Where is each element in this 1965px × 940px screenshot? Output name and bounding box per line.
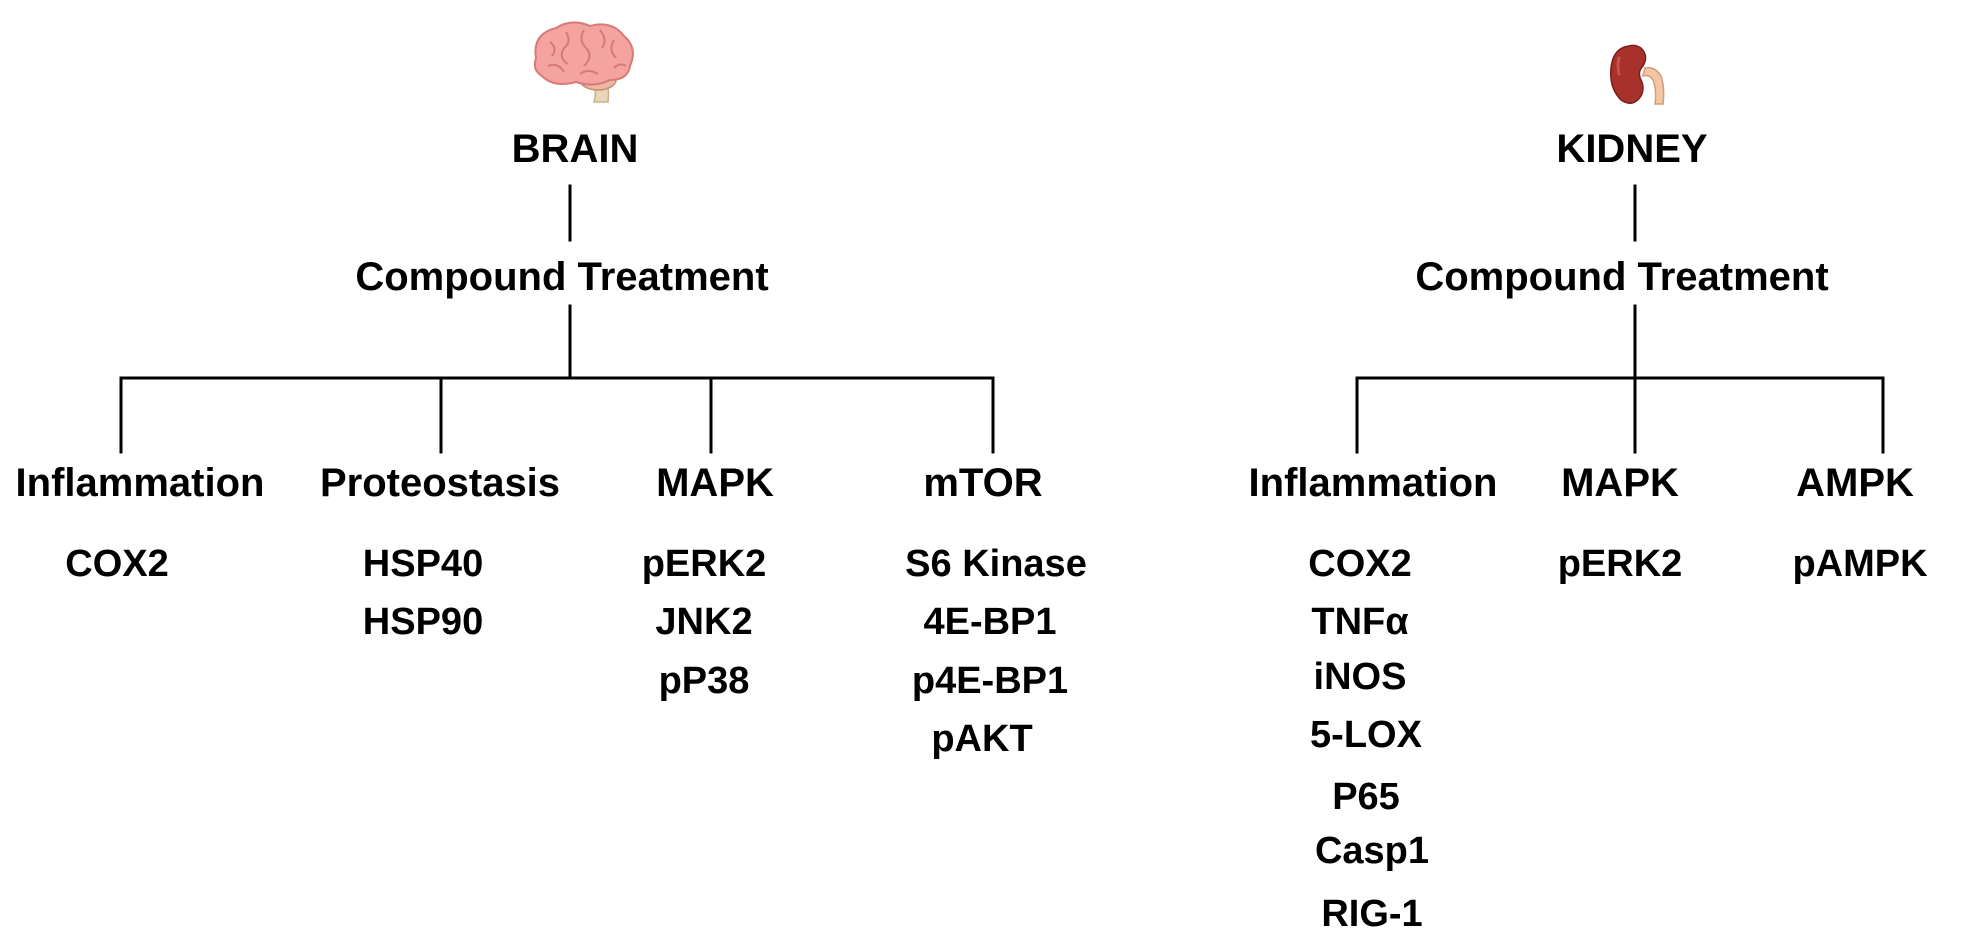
brain-marker-hsp40: HSP40: [362, 543, 484, 585]
kidney-marker-casp1: Casp1: [1314, 830, 1430, 872]
kidney-category-ampk: AMPK: [1796, 461, 1914, 505]
brain-marker-4e-bp1: 4E-BP1: [923, 601, 1057, 643]
brain-category-inflammation: Inflammation: [15, 461, 265, 505]
kidney-marker-perk2: pERK2: [1557, 543, 1683, 585]
brain-marker-s6-kinase: S6 Kinase: [905, 543, 1087, 585]
brain-category-proteostasis: Proteostasis: [319, 461, 561, 505]
brain-category-mtor: mTOR: [923, 461, 1043, 505]
kidney-tissue-label: KIDNEY: [1556, 127, 1708, 171]
brain-marker-jnk2: JNK2: [655, 601, 753, 643]
brain-marker-hsp90: HSP90: [362, 601, 484, 643]
kidney-treatment-label: Compound Treatment: [1415, 255, 1829, 299]
kidney-category-mapk: MAPK: [1561, 461, 1679, 505]
brain-icon: [533, 21, 634, 103]
kidney-marker-inos: iNOS: [1313, 656, 1407, 698]
brain-tissue-label: BRAIN: [511, 127, 639, 171]
kidney-icon: [1609, 44, 1665, 105]
brain-treatment-label: Compound Treatment: [355, 255, 769, 299]
brain-marker-pakt: pAKT: [931, 718, 1033, 760]
brain-marker-cox2: COX2: [65, 543, 169, 585]
kidney-marker-tnfa: TNFα: [1311, 601, 1409, 643]
kidney-marker-pampk: pAMPK: [1792, 543, 1928, 585]
kidney-marker-5-lox: 5-LOX: [1310, 714, 1422, 756]
brain-marker-p4e-bp1: p4E-BP1: [911, 660, 1069, 702]
kidney-marker-cox2: COX2: [1308, 543, 1412, 585]
brain-marker-pp38: pP38: [658, 660, 750, 702]
brain-category-mapk: MAPK: [656, 461, 774, 505]
kidney-marker-p65: P65: [1332, 776, 1400, 818]
brain-marker-perk2: pERK2: [641, 543, 767, 585]
kidney-category-inflammation: Inflammation: [1248, 461, 1498, 505]
kidney-marker-rig-1: RIG-1: [1321, 893, 1423, 935]
